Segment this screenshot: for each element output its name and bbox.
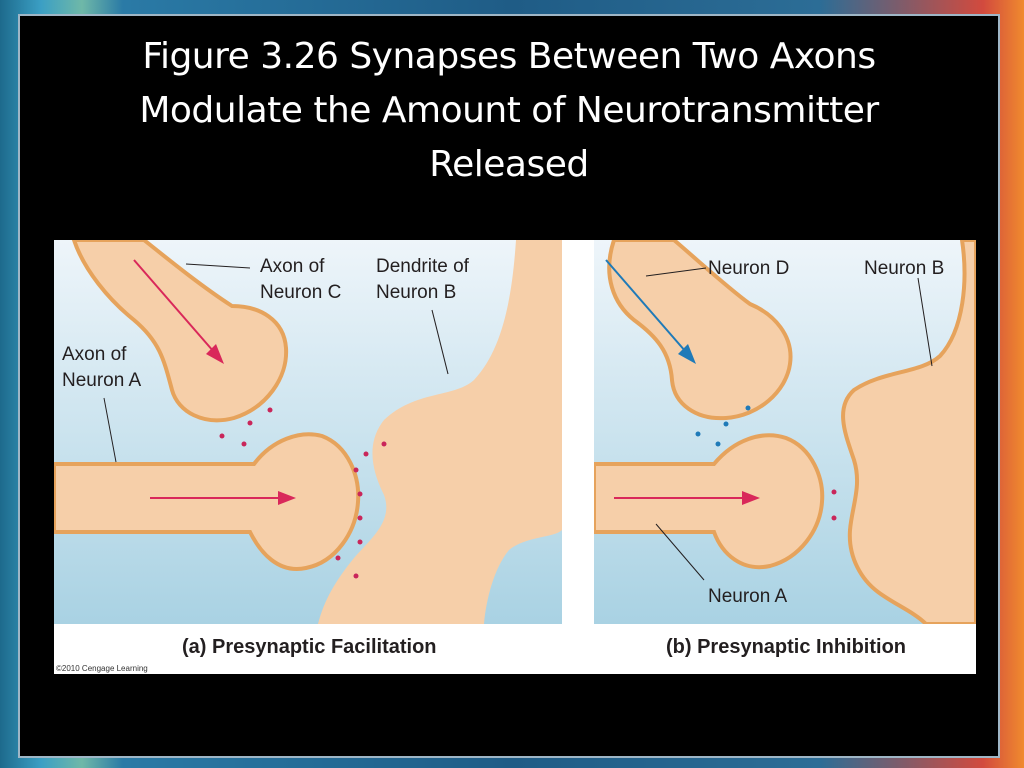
facilitation-arrows [133,259,296,505]
label-axon-c-line2: Neuron C [260,282,342,303]
inhibition-arrows [605,259,760,505]
neurotransmitter-vesicles-a [219,407,387,579]
label-axon-c-line1: Axon of [260,256,325,277]
title-line-2: Modulate the Amount of Neurotransmitter [139,90,879,131]
figure: Axon of Neuron C Dendrite of Neuron B Ax… [54,240,976,674]
label-dendrite-line2: Neuron B [376,282,457,303]
axon-neuron-a [54,432,361,571]
label-dendrite-of-neuron-b: Dendrite of Neuron B [376,254,469,306]
panel-presynaptic-facilitation: Axon of Neuron C Dendrite of Neuron B Ax… [54,240,562,624]
slide: Figure 3.26 Synapses Between Two Axons M… [18,14,1000,758]
title-line-1: Figure 3.26 Synapses Between Two Axons [142,36,876,77]
label-axon-of-neuron-c: Axon of Neuron C [260,254,341,306]
neuron-a-axon [594,433,825,570]
title-line-3: Released [429,144,589,185]
neuron-d-axon [607,240,793,421]
label-neuron-d: Neuron D [708,258,790,279]
leader-lines-a [103,263,449,463]
caption-presynaptic-inhibition: (b) Presynaptic Inhibition [666,636,907,658]
axon-neuron-c [71,240,289,423]
inhibition-illustration [594,240,976,624]
neurotransmitter-vesicles-b [695,405,837,521]
label-axon-a-line2: Neuron A [62,370,142,391]
dendrite-neuron-b [318,240,562,624]
slide-title: Figure 3.26 Synapses Between Two Axons M… [20,30,998,192]
label-axon-a-line1: Axon of [62,344,127,365]
label-neuron-b: Neuron B [864,258,945,279]
copyright-notice: ©2010 Cengage Learning [56,664,148,673]
facilitation-illustration [54,240,562,624]
label-axon-of-neuron-a: Axon of Neuron A [62,342,141,394]
panel-presynaptic-inhibition: Neuron D Neuron B Neuron A [594,240,976,624]
label-dendrite-line1: Dendrite of [376,256,469,277]
label-neuron-a: Neuron A [708,586,788,607]
neuron-b-body [841,240,976,624]
leader-lines-b [645,267,933,581]
caption-presynaptic-facilitation: (a) Presynaptic Facilitation [182,636,437,658]
